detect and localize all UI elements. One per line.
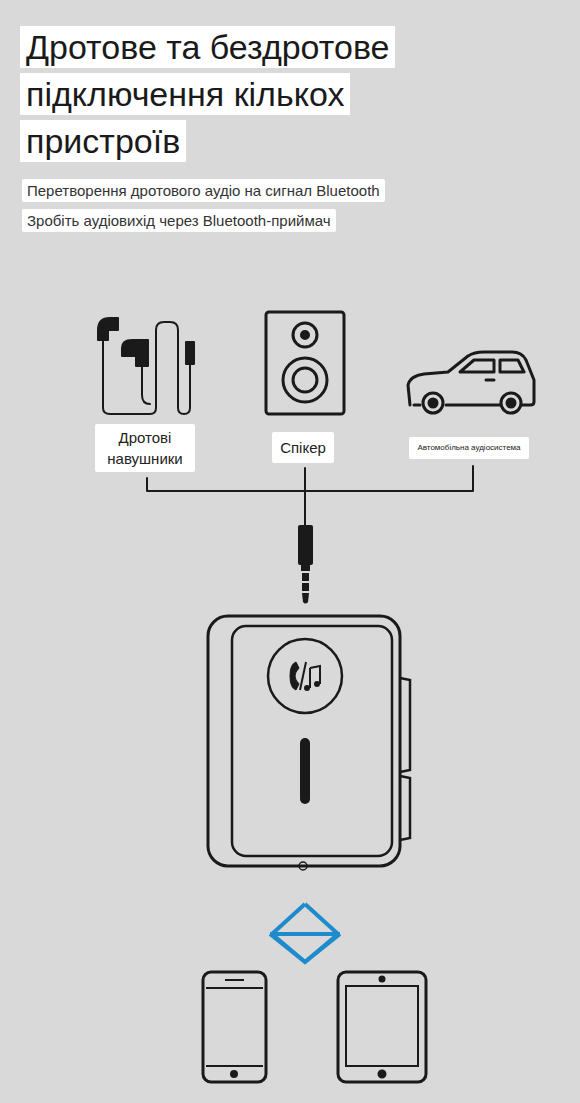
wire-bracket — [147, 466, 473, 525]
speaker-icon — [266, 312, 344, 414]
car-icon — [408, 352, 534, 413]
subtitle-label: Перетворення дротового аудіо на сигнал B… — [22, 179, 385, 202]
title-text: Дротове та бездротове підключення кілько… — [20, 26, 395, 162]
phone-icon — [203, 972, 266, 1082]
subtitle-label: Зробіть аудіовихід через Bluetooth-прийм… — [22, 209, 336, 232]
title-block: Дротове та бездротове підключення кілько… — [20, 24, 450, 165]
device-label: Спікер — [280, 437, 326, 458]
device-label-box: Автомобільна аудіосистема — [409, 437, 528, 459]
bluetooth-symbol — [270, 904, 340, 962]
tablet-icon — [338, 972, 426, 1082]
bluetooth-symbol-body — [272, 934, 338, 962]
device-label-box: Дротові навушники — [95, 424, 195, 472]
device-label: Дротові навушники — [101, 427, 189, 469]
device-label: Автомобільна аудіосистема — [417, 442, 520, 454]
earphones-icon — [98, 318, 194, 414]
bluetooth-receiver — [208, 616, 410, 870]
audio-jack — [298, 525, 313, 604]
device-label-box: Спікер — [272, 432, 334, 463]
